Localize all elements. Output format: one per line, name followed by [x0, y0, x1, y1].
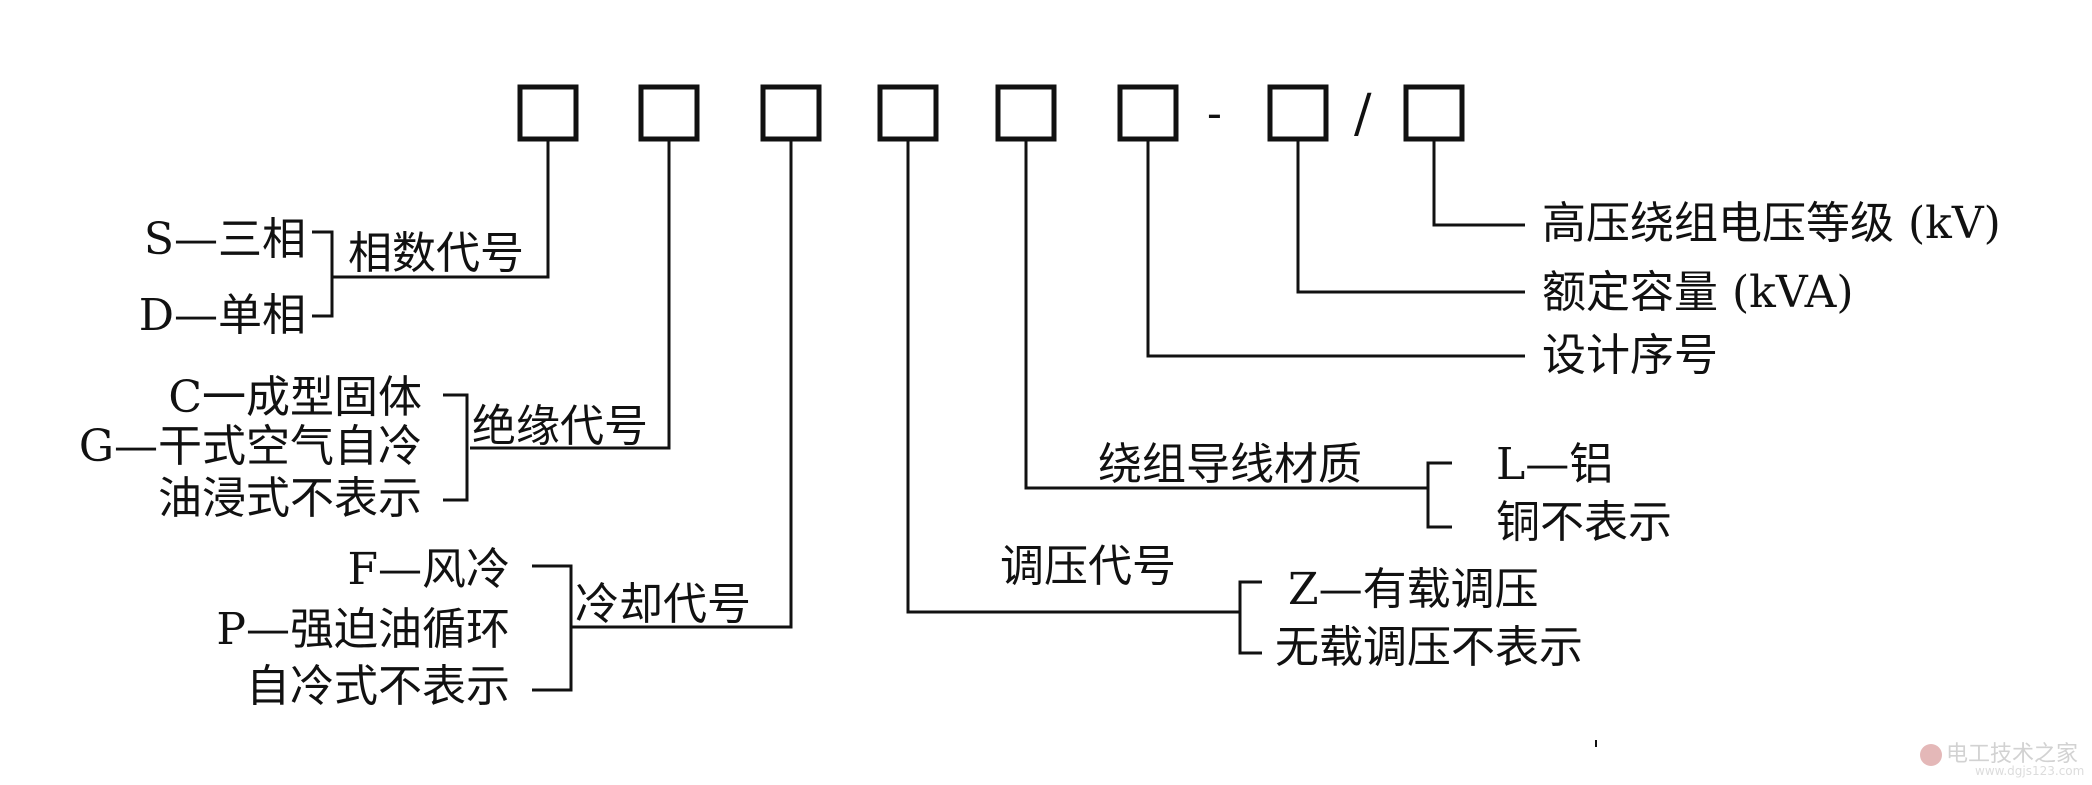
phase-option-d: D—单相 [138, 290, 306, 341]
capacity-leader [1296, 139, 1525, 294]
design-label: 设计序号 [1542, 330, 1718, 381]
phase-bracket [312, 230, 345, 318]
cooling-bracket [532, 564, 573, 692]
watermark: 电工技术之家 [1920, 736, 2078, 768]
insulation-option-c: C一成型固体 [168, 372, 422, 423]
cooling-option-self: 自冷式不表示 [246, 661, 510, 712]
code-dash: - [1207, 88, 1222, 139]
watermark-url: www.dgjs123.com [1975, 764, 2085, 778]
regulation-option-none: 无载调压不表示 [1275, 622, 1583, 673]
phase-label: 相数代号 [348, 228, 524, 279]
design-leader [1146, 139, 1525, 358]
code-slash: / [1354, 84, 1372, 144]
insulation-option-g: G—干式空气自冷 [78, 421, 422, 472]
insulation-bracket [443, 393, 469, 502]
cooling-option-p: P—强迫油循环 [216, 604, 510, 655]
insulation-option-oil: 油浸式不表示 [158, 473, 422, 524]
code-box-8 [1403, 84, 1465, 142]
insulation-leader [470, 139, 671, 450]
winding-leader [1024, 139, 1428, 490]
winding-label: 绕组导线材质 [1098, 439, 1362, 490]
cooling-option-f: F—风冷 [347, 544, 510, 595]
winding-bracket [1426, 461, 1452, 529]
cooling-leader [571, 139, 793, 629]
capacity-label: 额定容量 (kVA) [1542, 267, 1854, 318]
phase-option-s: S—三相 [143, 214, 306, 265]
code-box-3 [760, 84, 822, 142]
watermark-logo-icon [1920, 744, 1942, 766]
phase-leader [345, 139, 550, 279]
code-box-2 [638, 84, 700, 142]
cooling-label: 冷却代号 [575, 579, 751, 630]
code-box-4 [877, 84, 939, 142]
code-box-5 [995, 84, 1057, 142]
voltage-label: 高压绕组电压等级 (kV) [1542, 198, 2001, 249]
voltage-leader [1432, 139, 1525, 227]
insulation-label: 绝缘代号 [472, 401, 648, 452]
winding-option-cu: 铜不表示 [1496, 497, 1672, 548]
code-box-6 [1117, 84, 1179, 142]
watermark-text: 电工技术之家 [1946, 742, 2079, 767]
code-box-7 [1267, 84, 1329, 142]
regulation-label: 调压代号 [1000, 541, 1176, 592]
winding-option-l: L—铝 [1496, 439, 1614, 490]
regulation-option-z: Z—有载调压 [1288, 564, 1539, 615]
code-box-1 [517, 84, 579, 142]
regulation-bracket [1238, 580, 1262, 655]
regulation-leader [906, 139, 1240, 614]
